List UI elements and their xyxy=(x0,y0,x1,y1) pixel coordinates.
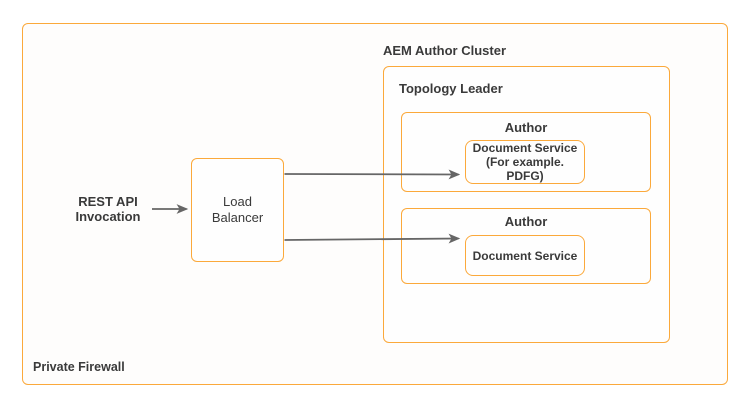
load-balancer-box: Load Balancer xyxy=(191,158,284,262)
topology-leader-label: Topology Leader xyxy=(399,81,503,96)
rest-api-invocation-label: REST API Invocation xyxy=(75,194,141,224)
document-service-1-label: Document Service (For example. PDFG) xyxy=(472,141,578,183)
author-box-1: Author Document Service (For example. PD… xyxy=(401,112,651,192)
aem-author-cluster-label: AEM Author Cluster xyxy=(383,43,507,58)
private-firewall-label: Private Firewall xyxy=(33,360,125,374)
topology-leader-box: Topology Leader Author Document Service … xyxy=(383,66,670,343)
document-service-box-2: Document Service xyxy=(465,235,585,276)
document-service-box-1: Document Service (For example. PDFG) xyxy=(465,140,585,184)
author-1-label: Author xyxy=(504,120,548,135)
author-2-label: Author xyxy=(504,214,548,229)
document-service-2-label: Document Service xyxy=(472,248,578,263)
load-balancer-label: Load Balancer xyxy=(211,194,264,225)
author-box-2: Author Document Service xyxy=(401,208,651,284)
